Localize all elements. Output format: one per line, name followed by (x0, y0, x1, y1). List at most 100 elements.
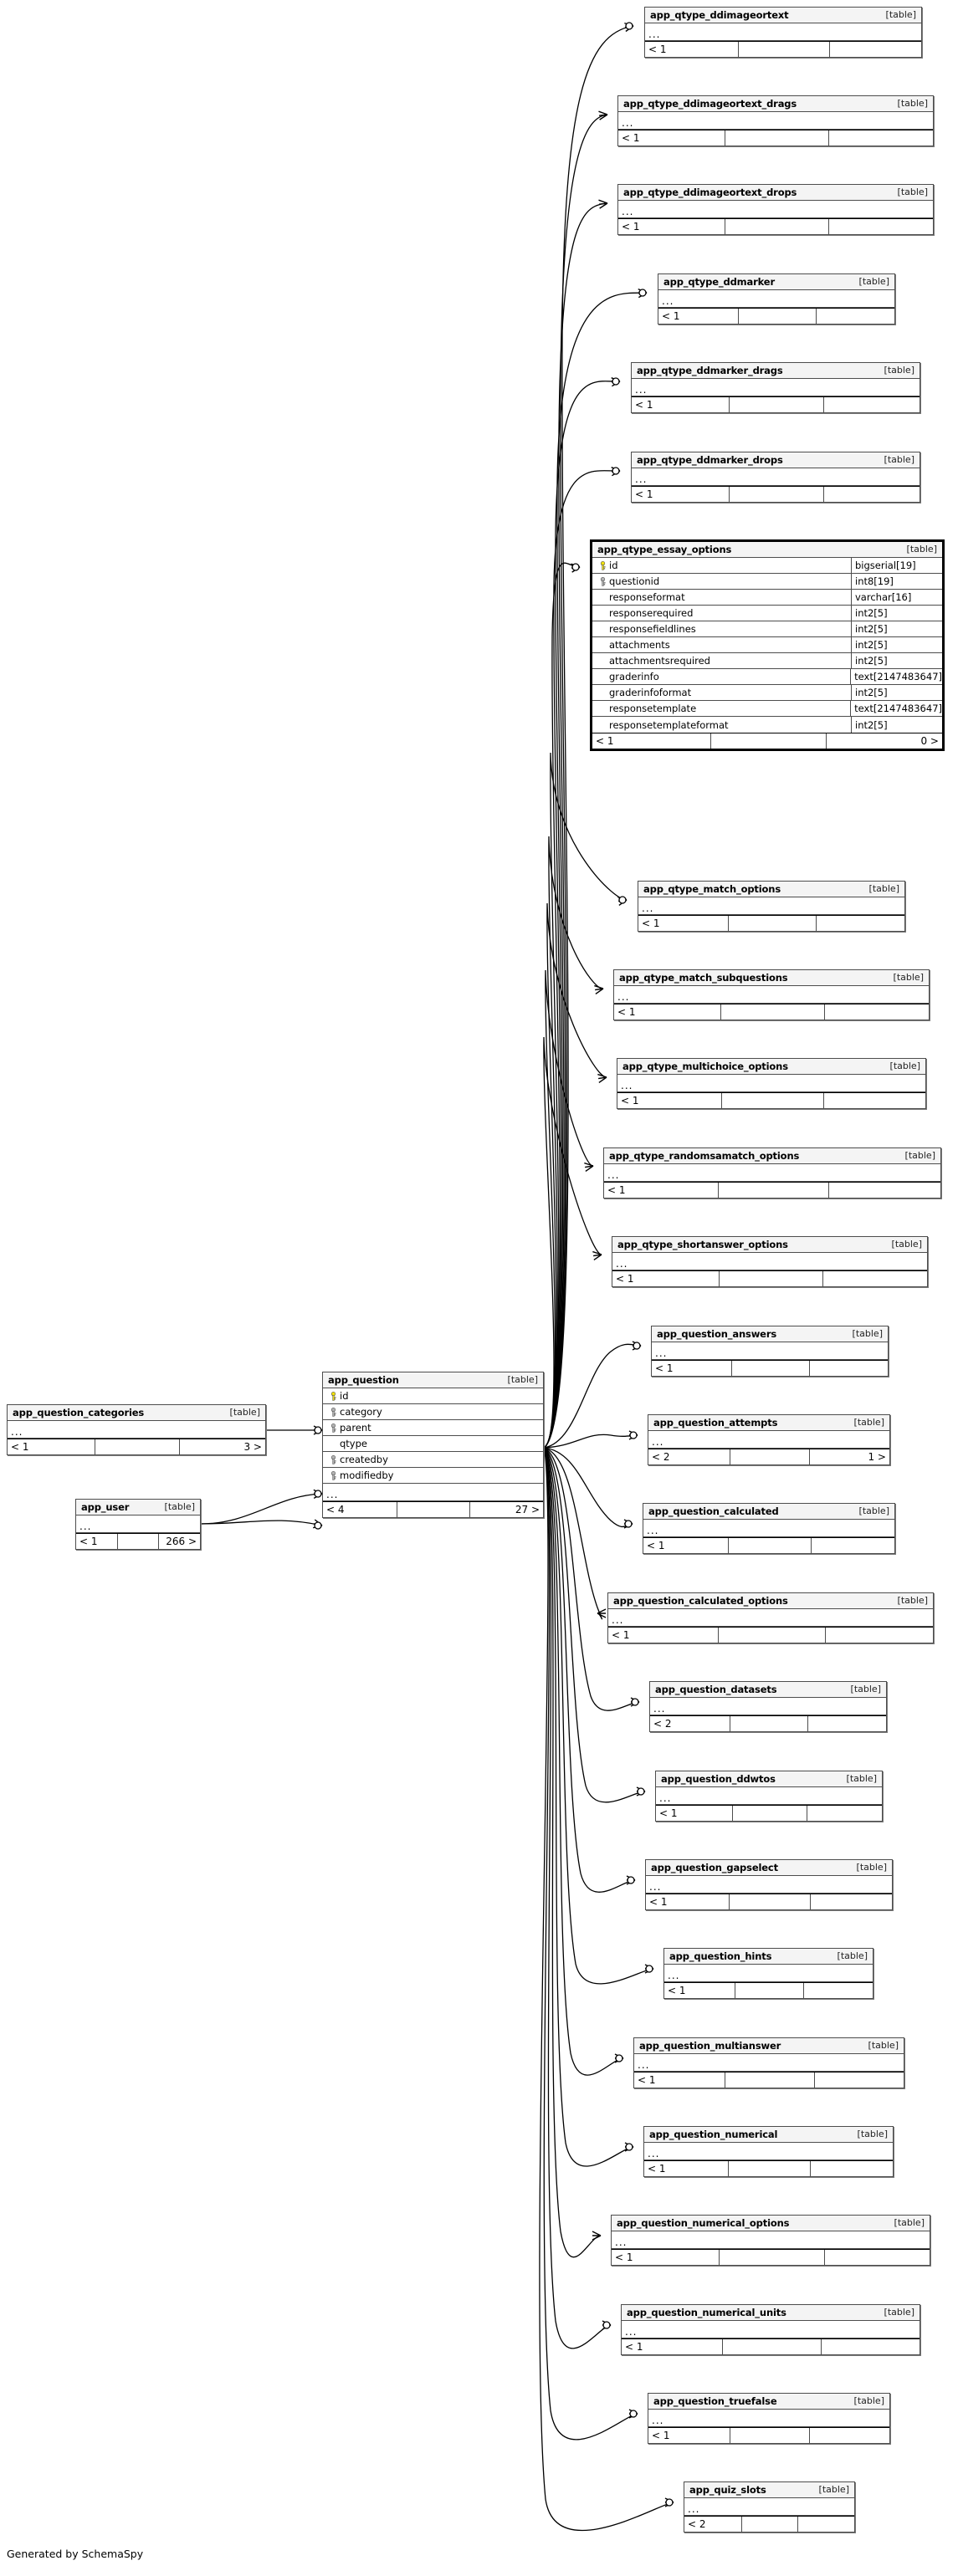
collapsed-columns-ellipsis: ... (648, 1431, 889, 1449)
footer-child-count (810, 1361, 888, 1376)
footer-parent-count: < 1 (76, 1534, 119, 1549)
footer-parent-count: < 1 (632, 397, 730, 412)
column-name: qtype (340, 1438, 367, 1449)
column-type: int8[19] (855, 575, 894, 587)
table-kind-label: [table] (884, 454, 914, 465)
footer-parent-count: < 1 (632, 487, 730, 502)
table-node-app_question_calculated[interactable]: app_question_calculated[table]...< 1 (643, 1503, 895, 1554)
table-footer: < 1 (612, 2249, 930, 2265)
no-key-spacer (598, 657, 607, 666)
table-name: app_question_hints (669, 1950, 772, 1962)
table-node-app_qtype_ddmarker_drags[interactable]: app_qtype_ddmarker_drags[table]...< 1 (631, 362, 920, 413)
table-header: app_qtype_essay_options[table] (592, 542, 942, 558)
table-kind-label: [table] (885, 9, 916, 20)
table-node-app_question_hints[interactable]: app_question_hints[table]...< 1 (663, 1948, 873, 1999)
table-node-app_question_numerical[interactable]: app_question_numerical[table]...< 1 (643, 2126, 894, 2177)
no-key-spacer (598, 593, 607, 602)
table-node-app_qtype_multichoice_options[interactable]: app_qtype_multichoice_options[table]...<… (617, 1058, 926, 1109)
table-header: app_question_ddwtos[table] (656, 1771, 882, 1787)
table-name: app_question (328, 1373, 399, 1386)
table-node-app_question_truefalse[interactable]: app_question_truefalse[table]...< 1 (648, 2393, 890, 2444)
table-name: app_question_categories (13, 1406, 145, 1418)
collapsed-columns-ellipsis: ... (648, 2410, 889, 2427)
table-node-app_question_gapselect[interactable]: app_question_gapselect[table]...< 1 (645, 1859, 893, 1910)
table-name: app_question_attempts (653, 1416, 778, 1429)
table-node-app_qtype_ddmarker[interactable]: app_qtype_ddmarker[table]...< 1 (658, 273, 895, 325)
table-kind-label: [table] (868, 883, 899, 894)
key-slot (596, 672, 609, 682)
table-node-app_question_ddwtos[interactable]: app_question_ddwtos[table]...< 1 (655, 1771, 883, 1822)
table-name: app_qtype_match_options (643, 882, 781, 895)
table-node-app_qtype_ddimageortext_drops[interactable]: app_qtype_ddimageortext_drops[table]...<… (617, 184, 934, 235)
footer-child-count (830, 42, 921, 57)
table-name: app_qtype_randomsamatch_options (609, 1149, 800, 1162)
collapsed-columns-ellipsis: ... (638, 897, 904, 915)
table-node-app_qtype_ddimageortext_drags[interactable]: app_qtype_ddimageortext_drags[table]...<… (617, 95, 934, 146)
table-node-app_question_numerical_options[interactable]: app_question_numerical_options[table]...… (611, 2215, 930, 2266)
table-node-app_quiz_slots[interactable]: app_quiz_slots[table]...< 2 (684, 2481, 855, 2533)
footer-parent-count: < 1 (634, 2073, 726, 2088)
table-body: ... (632, 468, 920, 486)
table-name: app_question_calculated_options (613, 1594, 788, 1607)
table-body: ... (652, 1342, 888, 1360)
table-body: ... (612, 1253, 927, 1270)
table-header: app_question_calculated[table] (643, 1504, 894, 1520)
table-footer: < 1 (617, 1092, 925, 1108)
table-node-app_question_multianswer[interactable]: app_question_multianswer[table]...< 1 (633, 2037, 904, 2088)
table-kind-label: [table] (818, 2484, 849, 2495)
table-node-app_qtype_randomsamatch_options[interactable]: app_qtype_randomsamatch_options[table]..… (603, 1147, 941, 1199)
footer-parent-count: < 1 (612, 2250, 720, 2265)
table-kind-label: [table] (884, 365, 914, 376)
footer-mid (730, 487, 825, 502)
table-node-app_qtype_shortanswer_options[interactable]: app_qtype_shortanswer_options[table]...<… (612, 1236, 928, 1287)
table-node-app_qtype_match_options[interactable]: app_qtype_match_options[table]...< 1 (638, 881, 905, 932)
collapsed-columns-ellipsis: ... (632, 468, 920, 486)
column-name: graderinfoformat (609, 687, 692, 698)
table-kind-label: [table] (858, 276, 889, 287)
footer-mid (730, 2428, 810, 2443)
column-name-cell: graderinfo (592, 669, 852, 684)
table-body: ... (612, 2231, 930, 2249)
table-body: ... (644, 2143, 893, 2160)
footer-parent-count: < 2 (684, 2517, 743, 2532)
collapsed-columns-ellipsis: ... (612, 1253, 927, 1270)
table-node-app_question_calculated_options[interactable]: app_question_calculated_options[table]..… (607, 1592, 934, 1643)
footer-parent-count: < 1 (648, 2428, 730, 2443)
table-footer: < 2 (650, 1715, 886, 1731)
table-name: app_user (81, 1500, 130, 1513)
table-kind-label: [table] (229, 1407, 260, 1418)
footer-parent-count: < 1 (622, 2339, 724, 2354)
table-node-app_question_datasets[interactable]: app_question_datasets[table]...< 2 (649, 1681, 887, 1732)
collapsed-columns-ellipsis: ... (612, 2231, 930, 2249)
footer-child-count (808, 1716, 886, 1731)
table-name: app_question_datasets (655, 1683, 777, 1695)
collapsed-columns-ellipsis: ... (604, 1164, 940, 1182)
column-name-cell: id (323, 1388, 543, 1403)
footer-child-count (826, 1628, 933, 1643)
table-node-app_question_numerical_units[interactable]: app_question_numerical_units[table]...< … (621, 2304, 920, 2355)
footer-mid (739, 42, 831, 57)
table-node-app_qtype_match_subquestions[interactable]: app_qtype_match_subquestions[table]...< … (613, 969, 930, 1020)
column-name: attachments (609, 639, 670, 651)
footer-child-count (825, 2250, 930, 2265)
table-body: ... (634, 2054, 904, 2072)
column-type: int2[5] (855, 639, 888, 651)
table-body: ... (664, 1965, 873, 1982)
table-footer: < 1 (644, 2160, 893, 2176)
table-node-app_qtype_ddmarker_drops[interactable]: app_qtype_ddmarker_drops[table]...< 1 (631, 452, 920, 503)
footer-mid (711, 733, 827, 749)
footer-mid (730, 397, 825, 412)
table-node-app_qtype_ddimageortext[interactable]: app_qtype_ddimageortext[table]...< 1 (644, 7, 922, 58)
no-key-spacer (329, 1439, 338, 1449)
table-node-app_question_answers[interactable]: app_question_answers[table]...< 1 (651, 1326, 889, 1377)
table-footer: < 1 (622, 2338, 920, 2354)
